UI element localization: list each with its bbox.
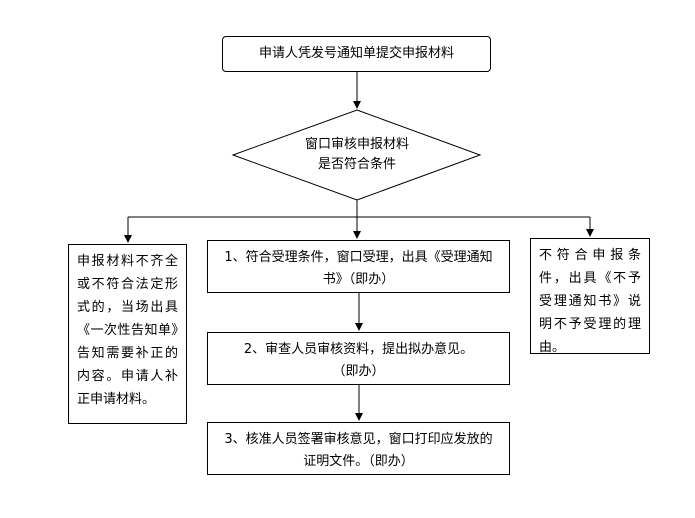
decision-line-2: 是否符合条件 xyxy=(317,157,396,172)
step1-box: 1、符合受理条件，窗口受理，出具《受理通知 书》（即办） xyxy=(207,240,510,293)
decision-line-1: 窗口审核申报材料 xyxy=(304,137,409,152)
reject-box: 不符合申报条件，出具《不予受理通知书》说明不予受理的理由。 xyxy=(530,238,650,355)
decision-text: 窗口审核申报材料 是否符合条件 xyxy=(257,135,457,175)
step2-line-2: （即办） xyxy=(332,364,385,379)
step3-line-2: 证明文件。（即办） xyxy=(303,454,414,469)
incomplete-box: 申报材料不齐全或不符合法定形式的，当场出具《一次性告知单》告知需要补正的内容。申… xyxy=(68,244,187,424)
step3-box: 3、核准人员签署审核意见，窗口打印应发放的 证明文件。（即办） xyxy=(207,422,510,475)
step3-line-1: 3、核准人员签署审核意见，窗口打印应发放的 xyxy=(224,432,493,447)
step1-line-1: 1、符合受理条件，窗口受理，出具《受理通知 xyxy=(224,250,493,265)
step2-box: 2、审查人员审核资料，提出拟办意见。 （即办） xyxy=(207,332,510,385)
step2-line-1: 2、审查人员审核资料，提出拟办意见。 xyxy=(243,342,474,357)
reject-text: 不符合申报条件，出具《不予受理通知书》说明不予受理的理由。 xyxy=(539,248,641,355)
step1-line-2: 书》（即办） xyxy=(322,272,395,287)
start-text: 申请人凭发号通知单提交申报材料 xyxy=(258,46,454,61)
start-box: 申请人凭发号通知单提交申报材料 xyxy=(222,36,491,72)
incomplete-text: 申报材料不齐全或不符合法定形式的，当场出具《一次性告知单》告知需要补正的内容。申… xyxy=(77,254,178,407)
